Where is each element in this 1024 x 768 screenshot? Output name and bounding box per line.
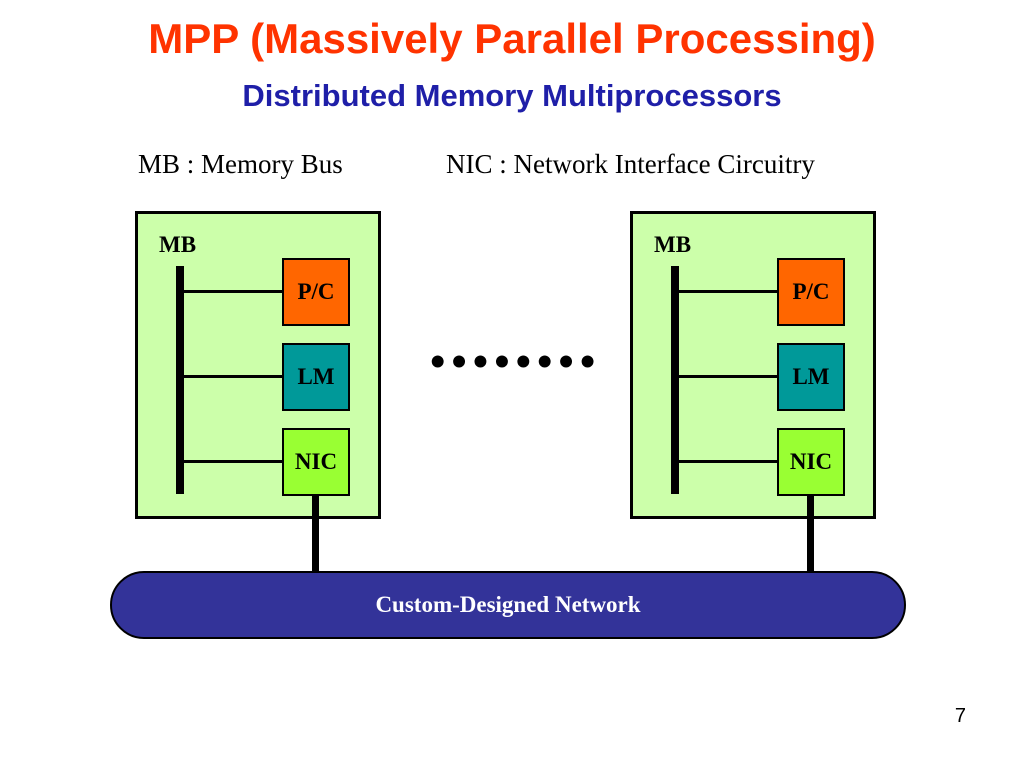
bus-connector-processor [184,290,284,293]
memory-bus-label: MB [159,232,197,257]
custom-designed-network: Custom-Designed Network [110,571,906,639]
nic-box: NIC [282,428,350,496]
memory-bus-line [671,266,679,494]
local-memory-box: LM [282,343,350,411]
page-number: 7 [954,705,966,727]
bus-connector-processor [679,290,779,293]
nic-box: NIC [777,428,845,496]
legend-memory-bus: MB : Memory Bus [138,149,343,179]
local-memory-label: LM [297,364,335,389]
memory-bus-line [176,266,184,494]
nic-network-link-2 [807,496,814,573]
network-label: Custom-Designed Network [375,592,641,617]
processor-cache-box: P/C [282,258,350,326]
local-memory-label: LM [792,364,830,389]
processor-cache-box: P/C [777,258,845,326]
processor-cache-label: P/C [297,279,335,304]
bus-connector-nic [679,460,779,463]
bus-connector-nic [184,460,284,463]
legend-nic: NIC : Network Interface Circuitry [446,149,815,179]
memory-bus-label: MB [654,232,692,257]
nic-label: NIC [294,449,338,474]
nic-network-link-1 [312,496,319,573]
bus-connector-memory [679,375,779,378]
processor-cache-label: P/C [792,279,830,304]
ellipsis-more-nodes: •••••••• [430,337,602,386]
slide-title: MPP (Massively Parallel Processing) [148,15,876,62]
bus-connector-memory [184,375,284,378]
processing-node-1: MB P/C LM NIC [135,211,381,519]
local-memory-box: LM [777,343,845,411]
nic-label: NIC [789,449,833,474]
slide-subtitle: Distributed Memory Multiprocessors [242,78,782,113]
processing-node-2: MB P/C LM NIC [630,211,876,519]
